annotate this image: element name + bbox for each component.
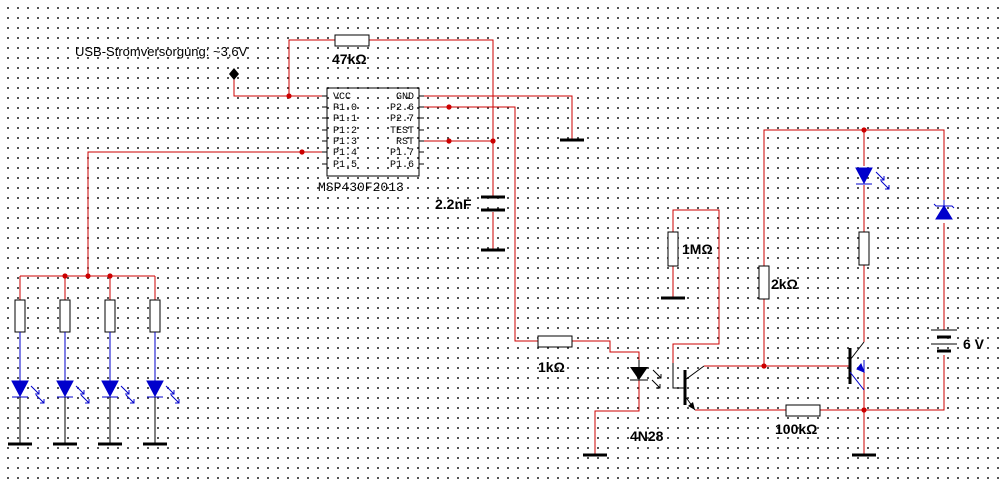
pin-label: P1.7: [390, 148, 414, 159]
pin-label: TEST: [390, 126, 414, 137]
pin-label: P1.3: [333, 137, 357, 148]
junction-vcc: [286, 93, 292, 99]
resistor-led-3: [104, 299, 116, 333]
msp430-chip: VCC P1.0 P1.1 P1.2 P1.3 P1.4 P1.5 GND P2…: [322, 87, 424, 177]
ground-symbols: [8, 138, 876, 457]
led-branch-1: [11, 299, 45, 444]
indicator-led: [855, 167, 890, 190]
resistor-1k-label: 1kΩ: [538, 359, 565, 375]
opto-led-icon: [630, 367, 648, 380]
npn-transistor: [848, 341, 865, 391]
junction-p14: [299, 149, 305, 155]
junction-top-right: [861, 127, 867, 133]
zener-diode-icon: [933, 200, 955, 220]
capacitor-label: 2.2nF: [435, 196, 472, 212]
pin-label: GND: [396, 92, 414, 103]
battery-label: 6 V: [963, 336, 985, 352]
junction-led-feed: [85, 273, 91, 279]
pin-label: P1.6: [390, 160, 414, 171]
led-branch-4: [146, 299, 180, 444]
junction-rst: [446, 138, 452, 144]
capacitor-2-2nf: [481, 195, 505, 212]
resistor-indicator-led: [858, 231, 870, 266]
power-terminal: [229, 68, 239, 80]
junction-led-3: [107, 273, 113, 279]
junction-p26: [446, 104, 452, 110]
led-icon: [11, 380, 29, 398]
pin-label: RST: [396, 137, 414, 148]
junction-cap: [490, 138, 496, 144]
junction-emitter: [861, 407, 867, 413]
led-bank: [11, 299, 180, 444]
led-icon: [855, 167, 873, 185]
resistor-led-4: [149, 299, 161, 333]
opto-label: 4N28: [630, 428, 664, 444]
resistor-led-1: [14, 299, 26, 333]
resistor-1m-label: 1MΩ: [682, 241, 713, 257]
wires: [19, 39, 945, 455]
resistor-led-2: [59, 299, 71, 333]
led-branch-3: [101, 299, 135, 444]
junctions: [62, 93, 867, 413]
junction-base: [761, 363, 767, 369]
chip-right-pins: GND P2.6 P2.7 TEST RST P1.7 P1.6: [390, 92, 414, 171]
pin-label: P1.5: [333, 160, 357, 171]
led-icon: [146, 380, 164, 398]
power-label: USB-Stromversorgung: ~3,6V: [75, 44, 248, 59]
resistor-1m: [667, 231, 679, 267]
led-branch-2: [56, 299, 90, 444]
pin-label: P1.4: [333, 148, 357, 159]
resistor-2k-label: 2kΩ: [771, 276, 798, 292]
resistor-47k: [334, 34, 370, 47]
pin-label: P2.7: [390, 114, 414, 125]
junction-led-2: [62, 273, 68, 279]
pin-label: P1.2: [333, 126, 357, 137]
led-icon: [101, 380, 119, 398]
resistor-100k: [785, 404, 821, 417]
pin-label: VCC: [333, 92, 351, 103]
resistor-47k-label: 47kΩ: [332, 51, 367, 67]
optocoupler-4n28: [630, 360, 705, 411]
resistor-1k: [537, 335, 573, 348]
resistor-2k: [758, 265, 770, 300]
led-icon: [56, 380, 74, 398]
chip-name: MSP430F2013: [318, 180, 404, 195]
pin-label: P1.0: [333, 103, 357, 114]
pin-label: P1.1: [333, 114, 357, 125]
pin-label: P2.6: [390, 103, 414, 114]
resistor-100k-label: 100kΩ: [775, 421, 817, 437]
battery-icon: [931, 329, 957, 353]
chip-left-pins: VCC P1.0 P1.1 P1.2 P1.3 P1.4 P1.5: [333, 92, 357, 171]
